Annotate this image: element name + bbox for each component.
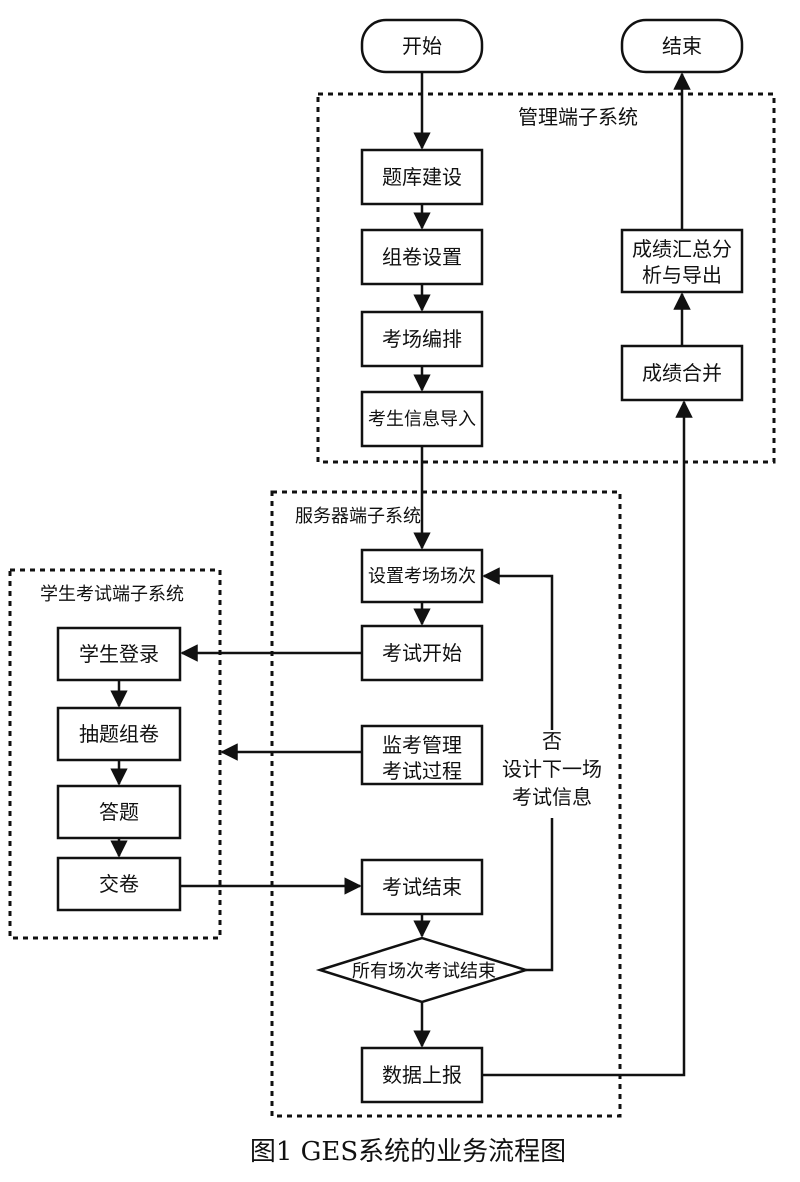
exam-end-box bbox=[360, 858, 484, 916]
loop-label-next: 设计下一场 bbox=[502, 757, 602, 781]
paper-setting-label: 组卷设置 bbox=[382, 245, 462, 269]
management-subsystem-frame bbox=[316, 92, 776, 464]
submit-box bbox=[56, 856, 182, 912]
end-node bbox=[620, 18, 744, 74]
question-bank-label: 题库建设 bbox=[382, 165, 462, 189]
exam-end-label: 考试结束 bbox=[382, 875, 462, 899]
merge-scores-label: 成绩合并 bbox=[642, 361, 722, 385]
import-student-box bbox=[360, 390, 484, 448]
student-subsystem-frame bbox=[8, 568, 222, 940]
set-session-box bbox=[360, 548, 484, 604]
import-student-label: 考生信息导入 bbox=[368, 409, 476, 430]
arrow-report-to-merge bbox=[482, 400, 693, 1077]
report-label: 数据上报 bbox=[382, 1063, 462, 1087]
monitor-label-2: 考试过程 bbox=[382, 759, 462, 783]
paper-setting-box bbox=[360, 228, 484, 286]
loop-label-no: 否 bbox=[542, 729, 562, 753]
score-analysis-label-2: 析与导出 bbox=[642, 263, 722, 287]
answer-box bbox=[56, 784, 182, 840]
draw-paper-box bbox=[56, 706, 182, 762]
loop-label-info: 考试信息 bbox=[512, 785, 592, 809]
arrow-loop-back-top bbox=[482, 567, 554, 730]
student-subsystem-title: 学生考试端子系统 bbox=[40, 584, 184, 605]
start-node-label: 开始 bbox=[402, 34, 442, 58]
server-subsystem-frame bbox=[270, 490, 622, 1118]
connector-group bbox=[110, 72, 693, 1077]
room-arrange-label: 考场编排 bbox=[382, 327, 462, 351]
arrow-loop-back bbox=[526, 818, 554, 972]
server-subsystem-title: 服务器端子系统 bbox=[295, 506, 421, 527]
room-arrange-box bbox=[360, 310, 484, 368]
login-label: 学生登录 bbox=[79, 642, 159, 666]
figure-caption: 图1 GES系统的业务流程图 bbox=[250, 1137, 566, 1167]
monitor-label-1: 监考管理 bbox=[382, 733, 462, 757]
answer-label: 答题 bbox=[99, 800, 139, 824]
score-analysis-label-1: 成绩汇总分 bbox=[632, 237, 732, 261]
end-node-label: 结束 bbox=[662, 34, 702, 58]
draw-paper-label: 抽题组卷 bbox=[79, 722, 159, 746]
set-session-label: 设置考场场次 bbox=[368, 566, 476, 587]
management-subsystem-title: 管理端子系统 bbox=[518, 105, 638, 129]
all-ended-label: 所有场次考试结束 bbox=[352, 961, 496, 982]
exam-start-label: 考试开始 bbox=[382, 641, 462, 665]
monitor-box bbox=[360, 724, 484, 786]
submit-label: 交卷 bbox=[99, 872, 139, 896]
